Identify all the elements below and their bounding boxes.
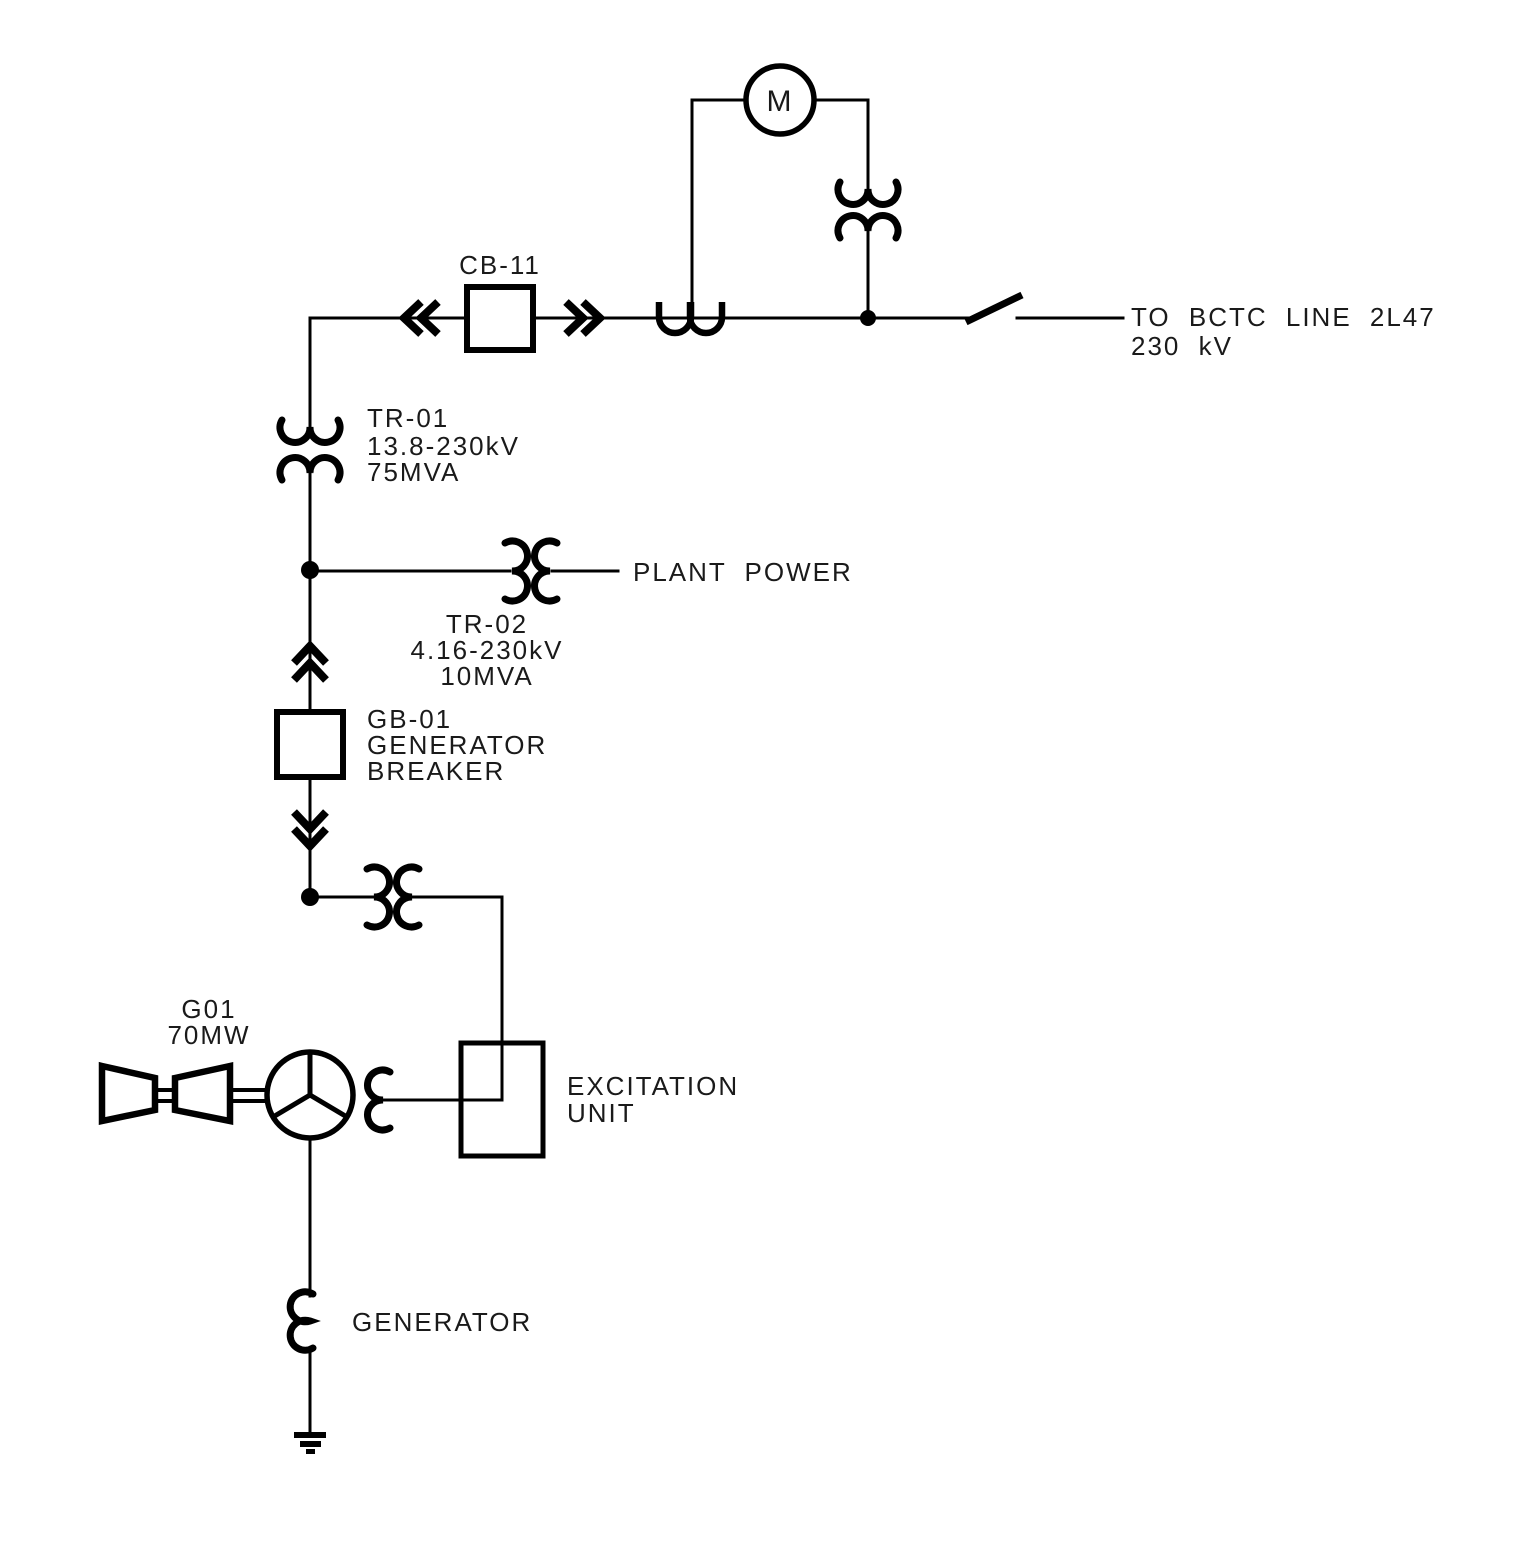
drawout-chevrons-down-icon: [291, 809, 329, 852]
motor-operator-branch: M: [690, 63, 902, 326]
voltage-transformer-icon: [834, 178, 902, 242]
ground-symbol-icon: [294, 1432, 326, 1454]
motor-symbol: [743, 63, 817, 137]
excitation-supply-line: [410, 895, 504, 1102]
disconnect-switch: [964, 291, 1125, 326]
excitation-field-winding: [364, 1066, 394, 1134]
gb01-label-line2: GENERATOR: [367, 730, 547, 760]
gb01-name: GB-01: [367, 704, 452, 734]
motor-left-lead: [690, 98, 749, 320]
turbine-hp-icon: [98, 1061, 159, 1125]
drawout-chevrons-left-icon: [398, 299, 441, 337]
breaker-cb11: CB-11: [398, 250, 606, 353]
tr02-voltage: 4.16-230kV: [411, 635, 564, 665]
shaft-coupling-right: [230, 1088, 268, 1103]
excitation-circuit: EXCITATION UNIT: [301, 863, 739, 1159]
switch-blade-icon: [964, 291, 1024, 326]
tr01-voltage: 13.8-230kV: [367, 431, 520, 461]
transformer-tr01: TR-01 13.8-230kV 75MVA: [276, 316, 520, 572]
drawout-chevrons-right-icon: [563, 299, 606, 337]
neutral-grounding-winding: [286, 1288, 321, 1354]
excitation-label-line2: UNIT: [567, 1098, 636, 1128]
tr02-left-winding: [501, 537, 531, 605]
tr01-rating: 75MVA: [367, 457, 460, 487]
generator-winding-label: GENERATOR: [352, 1307, 532, 1337]
excitation-pt-left-winding: [363, 863, 393, 931]
drawout-chevrons-up-icon: [291, 640, 329, 683]
tr02-rating: 10MVA: [440, 661, 533, 691]
turbine-lp-icon: [171, 1061, 234, 1125]
ct-right-loop: [686, 302, 726, 337]
breaker-cb11-label: CB-11: [459, 250, 541, 280]
line-destination: TO BCTC LINE 2L47 230 kV: [1131, 302, 1436, 361]
generator-wye-spokes-icon: [271, 1052, 349, 1120]
generator-neutral-grounding: GENERATOR: [286, 1136, 532, 1454]
generator-unit-rating: 70MW: [167, 1020, 250, 1050]
line-destination-name: TO BCTC LINE 2L47: [1131, 302, 1436, 332]
tr02-name: TR-02: [446, 609, 528, 639]
shaft-coupling-left: [155, 1088, 175, 1103]
plant-power-label: PLANT POWER: [633, 557, 853, 587]
motor-right-lead-upper: [811, 98, 870, 191]
transformer-tr02: PLANT POWER TR-02 4.16-230kV 10MVA: [301, 537, 853, 691]
vt-bottom-winding: [834, 212, 902, 242]
gb01-label-line3: BREAKER: [367, 756, 505, 786]
tr02-right-winding: [531, 537, 561, 605]
breaker-cb11-box: [464, 284, 536, 353]
motor-label: M: [767, 85, 794, 118]
tr01-top-winding: [276, 416, 344, 446]
generator-unit-name: G01: [181, 994, 236, 1024]
turbine-generator: G01 70MW: [98, 994, 356, 1141]
breaker-gb01: GB-01 GENERATOR BREAKER: [274, 568, 547, 899]
tr01-name: TR-01: [367, 403, 449, 433]
line-destination-voltage: 230 kV: [1131, 331, 1233, 361]
breaker-gb01-box: [274, 709, 346, 780]
excitation-label-line1: EXCITATION: [567, 1071, 739, 1101]
vt-top-winding: [834, 178, 902, 208]
bus-current-transformer-icon: [655, 302, 726, 337]
